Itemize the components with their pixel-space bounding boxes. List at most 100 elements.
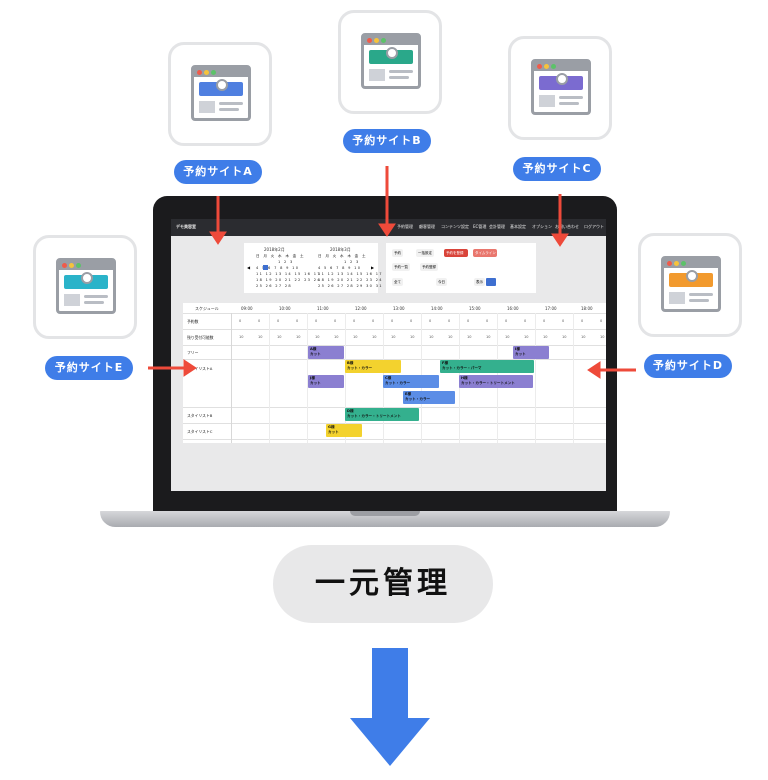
grid-line xyxy=(183,439,606,440)
hour-header: 15:00 xyxy=(469,306,481,311)
capacity-cell: 10 xyxy=(277,335,282,339)
nav-item-1[interactable]: 顧客管理 xyxy=(419,224,435,229)
appointment-a[interactable]: A様カット xyxy=(308,346,344,359)
count-cell: 0 xyxy=(581,319,584,323)
appointment-g[interactable]: G様カット xyxy=(326,424,362,437)
nav-item-5[interactable]: 基本設定 xyxy=(510,224,526,229)
laptop-notch xyxy=(350,511,420,516)
appointment-i[interactable]: I様カット xyxy=(513,346,549,359)
count-cell: 0 xyxy=(296,319,299,323)
laptop-base xyxy=(100,511,670,527)
hour-header: 12:00 xyxy=(355,306,367,311)
hour-header: 09:00 xyxy=(241,306,253,311)
laptop-screen: デモ美容室 予約管理 顧客管理 コンテンツ設定 EC管理 会計管理 基本設定 オ… xyxy=(171,219,606,491)
count-cell: 0 xyxy=(505,319,508,323)
down-arrow-icon xyxy=(350,648,430,766)
capacity-cell: 10 xyxy=(543,335,548,339)
site-c-icon xyxy=(508,36,612,140)
row-label-stylist-c: スタイリストC xyxy=(187,429,213,434)
capacity-cell: 10 xyxy=(429,335,434,339)
row-label-free: フリー xyxy=(187,350,199,355)
appointment-b[interactable]: B様カット・カラー xyxy=(345,360,401,373)
calendar-feb-row[interactable]: 25 26 27 28 xyxy=(256,284,293,288)
capacity-cell: 10 xyxy=(581,335,586,339)
capacity-cell: 10 xyxy=(467,335,472,339)
appointment-j[interactable]: J様カット xyxy=(308,375,344,388)
calendar-mar-row[interactable]: 4 5 6 7 8 9 10 xyxy=(318,266,362,270)
capacity-cell: 10 xyxy=(448,335,453,339)
capacity-cell: 10 xyxy=(600,335,605,339)
site-c-label: 予約サイトC xyxy=(513,157,601,181)
unified-management-label: 一元管理 xyxy=(273,545,493,623)
capacity-cell: 10 xyxy=(239,335,244,339)
calendar-feb-row[interactable]: 1 2 3 xyxy=(278,260,294,264)
nav-item-7[interactable]: お問い合わせ xyxy=(555,224,579,229)
all-button[interactable]: 全て xyxy=(392,278,403,286)
site-a-label: 予約サイトA xyxy=(174,160,262,184)
count-cell: 0 xyxy=(429,319,432,323)
display-button[interactable]: 表示 xyxy=(474,278,485,286)
hour-header: 11:00 xyxy=(317,306,329,311)
site-d-label: 予約サイトD xyxy=(644,354,732,378)
appointment-c[interactable]: C様カット・カラー xyxy=(383,375,439,388)
calendar-feb-row[interactable]: 11 12 13 14 15 16 17 xyxy=(256,272,321,276)
display-toggle[interactable] xyxy=(486,278,496,286)
bulk-setting-button[interactable]: 一括設定 xyxy=(416,249,434,257)
filter-button[interactable]: 予約登録 xyxy=(420,263,438,271)
calendar-weekdays-feb: 日 月 火 水 木 金 土 xyxy=(256,254,305,258)
app-topbar: デモ美容室 予約管理 顧客管理 コンテンツ設定 EC管理 会計管理 基本設定 オ… xyxy=(171,219,606,236)
capacity-cell: 10 xyxy=(258,335,263,339)
capacity-cell: 10 xyxy=(562,335,567,339)
site-b-label: 予約サイトB xyxy=(343,129,431,153)
add-reservation-button[interactable]: 予約を登録 xyxy=(444,249,468,257)
nav-item-0[interactable]: 予約管理 xyxy=(397,224,413,229)
calendar-mar-row[interactable]: 1 2 3 xyxy=(344,260,360,264)
schedule-title: スケジュール xyxy=(195,306,219,311)
count-cell: 0 xyxy=(353,319,356,323)
capacity-cell: 10 xyxy=(334,335,339,339)
nav-item-4[interactable]: 会計管理 xyxy=(489,224,505,229)
calendar-feb-row[interactable]: 18 19 20 21 22 23 24 xyxy=(256,278,321,282)
grid-line xyxy=(183,359,606,360)
appointment-e[interactable]: E様カット・カラー xyxy=(403,391,455,404)
calendar-mar-row[interactable]: 25 26 27 28 29 30 31 xyxy=(318,284,383,288)
timeline-button[interactable]: タイムライン xyxy=(473,249,497,257)
count-cell: 0 xyxy=(391,319,394,323)
nav-item-2[interactable]: コンテンツ設定 xyxy=(441,224,469,229)
control-panel: 予約 一括設定 予約を登録 タイムライン 予約一覧 予約登録 全て 今日 表示 xyxy=(386,243,536,293)
today-button[interactable]: 今日 xyxy=(436,278,447,286)
nav-item-8[interactable]: ログアウト xyxy=(584,224,604,229)
capacity-cell: 10 xyxy=(296,335,301,339)
count-cell: 0 xyxy=(486,319,489,323)
list-button[interactable]: 予約一覧 xyxy=(392,263,410,271)
calendar-next-icon[interactable]: ▶ xyxy=(371,265,375,270)
row-label-stylist-b: スタイリストB xyxy=(187,413,213,418)
calendar-selected-day[interactable] xyxy=(263,265,268,270)
row-label-capacity: 残り受付可能数 xyxy=(187,335,214,340)
count-cell: 0 xyxy=(277,319,280,323)
count-cell: 0 xyxy=(239,319,242,323)
capacity-cell: 10 xyxy=(505,335,510,339)
setting-button[interactable]: 予約 xyxy=(392,249,403,257)
calendar-mar-row[interactable]: 18 19 20 21 22 23 24 xyxy=(318,278,383,282)
row-label-stylist-a: スタイリストA xyxy=(187,366,213,371)
calendar-feb-row[interactable]: 4 5 6 7 8 9 10 xyxy=(256,266,300,270)
count-cell: 0 xyxy=(543,319,546,323)
appointment-f[interactable]: F様カット・カラー・パーマ xyxy=(440,360,534,373)
capacity-cell: 10 xyxy=(524,335,529,339)
app-title: デモ美容室 xyxy=(176,224,196,229)
nav-item-6[interactable]: オプション xyxy=(532,224,552,229)
site-d-icon xyxy=(638,233,742,337)
grid-column-line xyxy=(231,313,232,443)
grid-line xyxy=(183,313,606,314)
grid-column-line xyxy=(535,313,536,443)
appointment-h[interactable]: H様カット・カラー・トリートメント xyxy=(459,375,533,388)
count-cell: 0 xyxy=(410,319,413,323)
calendar-mar-row[interactable]: 11 12 13 14 15 16 17 xyxy=(318,272,383,276)
calendar-prev-icon[interactable]: ◀ xyxy=(247,265,251,270)
count-cell: 0 xyxy=(562,319,565,323)
grid-line xyxy=(183,345,606,346)
grid-line xyxy=(183,329,606,330)
nav-item-3[interactable]: EC管理 xyxy=(473,224,487,229)
appointment-d[interactable]: D様カット・カラー・トリートメント xyxy=(345,408,419,421)
